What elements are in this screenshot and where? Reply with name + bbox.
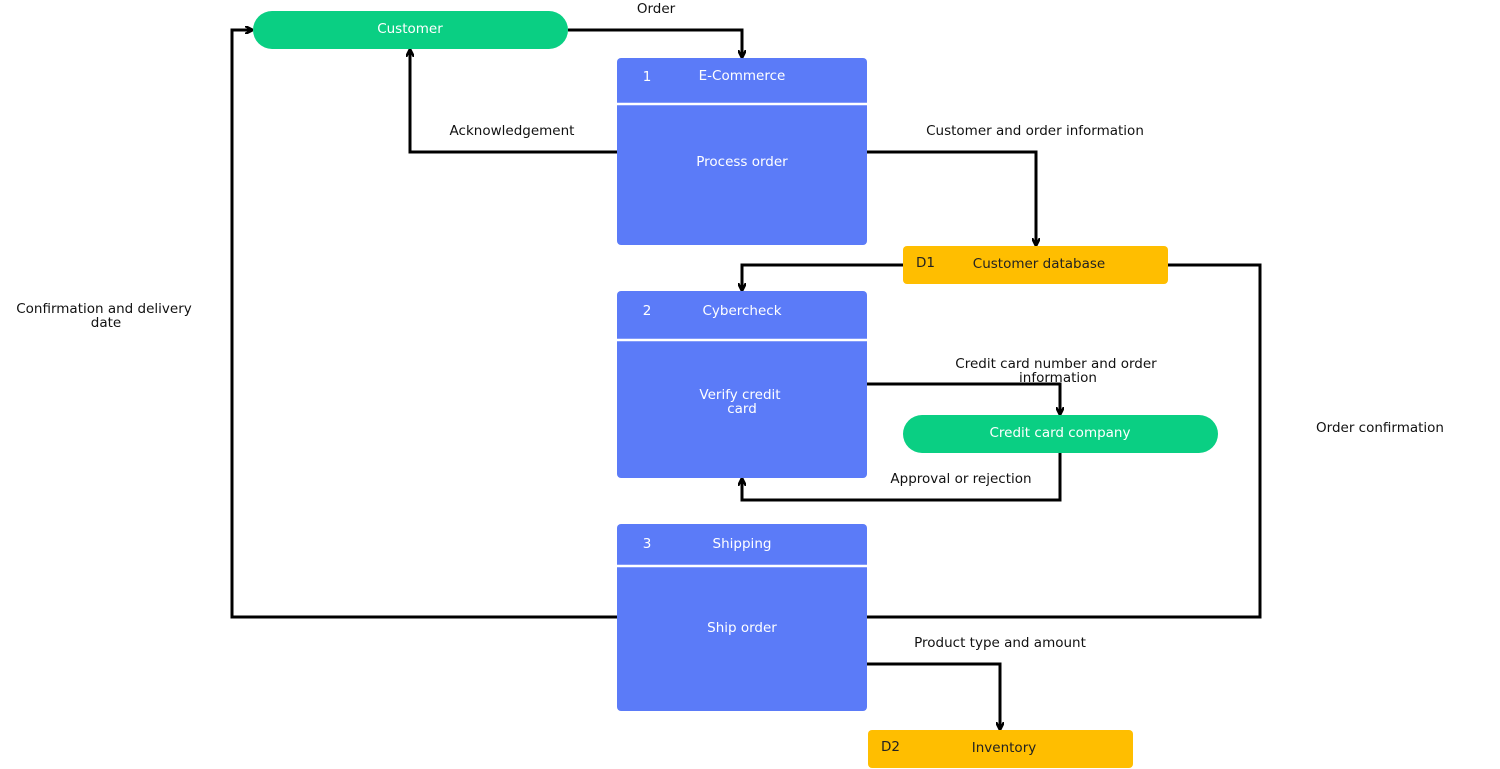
store-customer-database[interactable]: D1 Customer database: [903, 246, 1168, 284]
entity-customer[interactable]: Customer: [253, 11, 568, 49]
process-body: Ship order: [707, 620, 777, 636]
label-acknowledgement: Acknowledgement: [450, 123, 575, 139]
process-title: E-Commerce: [699, 68, 786, 84]
process-body-line2: card: [727, 401, 757, 417]
flow-order: [568, 28, 742, 56]
label-confirmation-line2: date: [91, 315, 121, 331]
label-customer-order-info: Customer and order information: [926, 123, 1144, 139]
store-name: Inventory: [972, 740, 1036, 756]
process-title: Cybercheck: [702, 303, 781, 319]
process-body-line1: Verify credit: [699, 387, 780, 403]
flow-customer-order-info: [867, 150, 1036, 244]
label-approval: Approval or rejection: [890, 471, 1031, 487]
entity-customer-label: Customer: [377, 21, 443, 37]
label-cc-line1: Credit card number and order: [955, 356, 1157, 372]
label-confirmation-line1: Confirmation and delivery: [16, 301, 192, 317]
label-product-type: Product type and amount: [914, 635, 1086, 651]
process-ecommerce[interactable]: 1 E-Commerce Process order: [617, 58, 867, 245]
process-shipping[interactable]: 3 Shipping Ship order: [617, 524, 867, 711]
process-number: 2: [643, 303, 652, 319]
process-number: 3: [643, 536, 652, 552]
store-inventory[interactable]: D2 Inventory: [868, 730, 1133, 768]
process-title: Shipping: [713, 536, 772, 552]
entity-credit-card-company-label: Credit card company: [990, 425, 1131, 441]
flow-db-to-cybercheck: [742, 263, 903, 289]
label-cc-line2: information: [1019, 370, 1097, 386]
process-cybercheck[interactable]: 2 Cybercheck Verify credit card: [617, 291, 867, 478]
flow-order-confirmation: [867, 263, 1262, 619]
process-body: Process order: [696, 154, 788, 170]
store-id: D2: [881, 739, 900, 755]
flow-confirmation-delivery: [230, 30, 617, 619]
flow-approval: [742, 453, 1062, 502]
flow-acknowledgement: [410, 51, 617, 154]
process-number: 1: [643, 69, 652, 85]
store-id: D1: [916, 255, 935, 271]
entity-credit-card-company[interactable]: Credit card company: [903, 415, 1218, 453]
flow-product-type: [867, 662, 1000, 728]
label-order: Order: [637, 1, 676, 17]
store-name: Customer database: [973, 256, 1105, 272]
label-order-confirmation: Order confirmation: [1316, 420, 1444, 436]
flow-credit-card-number: [867, 382, 1060, 413]
